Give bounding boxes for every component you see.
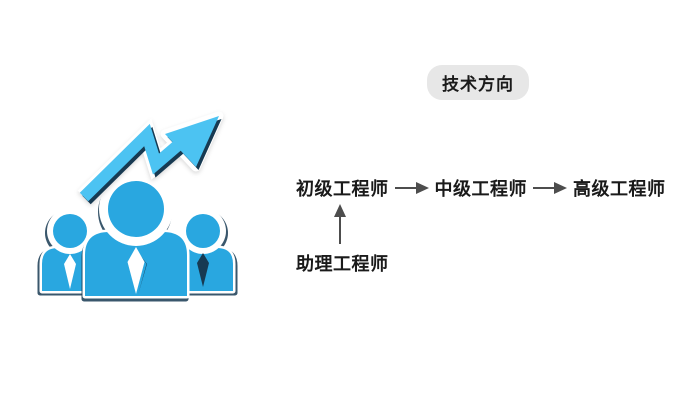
person-right-head [183,211,223,251]
career-flow-row: 初级工程师 中级工程师 高级工程师 [296,175,666,201]
person-right-tie [197,253,209,287]
person-left-tie [64,254,76,289]
up-arrow-head [334,204,346,217]
right-arrow-icon [394,182,429,194]
growth-arrow-icon [77,111,224,205]
right-arrow-head [415,182,429,194]
level-mid-engineer: 中级工程师 [434,179,527,199]
person-center-icon [82,172,190,299]
team-growth-illustration [39,111,236,299]
growth-arrow-shaft [79,123,181,202]
person-center-head [105,178,167,240]
growth-arrowhead [165,116,219,167]
up-arrow-icon [334,204,346,244]
level-senior-engineer: 高级工程师 [573,179,666,199]
level-assistant-engineer: 助理工程师 [296,254,389,274]
level-junior-engineer: 初级工程师 [296,179,389,199]
right-arrow-head [554,182,567,194]
person-center-tie [127,247,145,294]
category-badge: 技术方向 [427,65,529,100]
person-left-head [50,211,90,251]
right-arrow-icon [533,182,567,194]
